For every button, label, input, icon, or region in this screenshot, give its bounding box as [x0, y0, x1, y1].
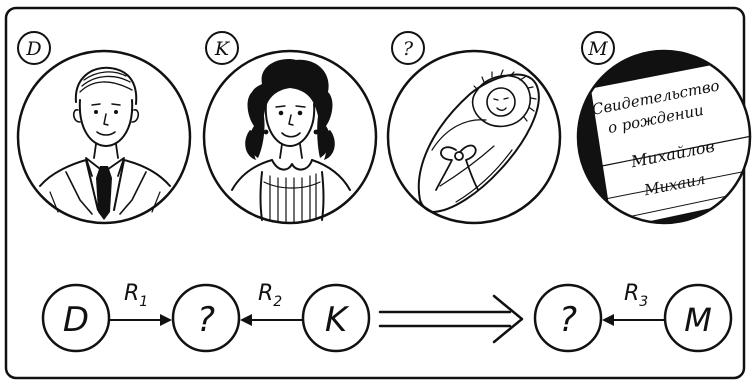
node-d: D: [63, 300, 89, 340]
panel-baby: ?: [388, 32, 560, 223]
arrow-r3-head: [602, 314, 614, 326]
node-k: K: [325, 300, 350, 340]
woman-portrait: [232, 59, 350, 222]
badge-unknown: ?: [403, 38, 414, 60]
panel-woman: K: [204, 32, 376, 223]
arrow-r2-head: [240, 314, 252, 326]
badge-m: M: [587, 38, 608, 60]
relation-r3: R3: [624, 281, 648, 310]
man-portrait: [40, 68, 170, 220]
panel-certificate: Свидетельство о рождении Михайлов Михаил…: [570, 32, 752, 240]
panel-man: D: [18, 32, 190, 223]
arrow-r1-head: [160, 314, 172, 326]
badge-d: D: [25, 38, 41, 60]
implies-arrow: [380, 296, 522, 342]
node-unknown-1: ?: [197, 300, 215, 340]
relation-scheme: D R1 ? R2 K ? R3 M: [43, 281, 731, 351]
node-m: M: [684, 301, 712, 339]
baby-circle: [388, 51, 560, 223]
relation-r2: R2: [258, 281, 282, 310]
node-unknown-2: ?: [559, 300, 577, 340]
swaddled-baby: [419, 70, 539, 212]
relation-r1: R1: [124, 281, 148, 310]
badge-k: K: [214, 38, 231, 60]
birth-certificate: Свидетельство о рождении Михайлов Михаил: [570, 40, 752, 240]
